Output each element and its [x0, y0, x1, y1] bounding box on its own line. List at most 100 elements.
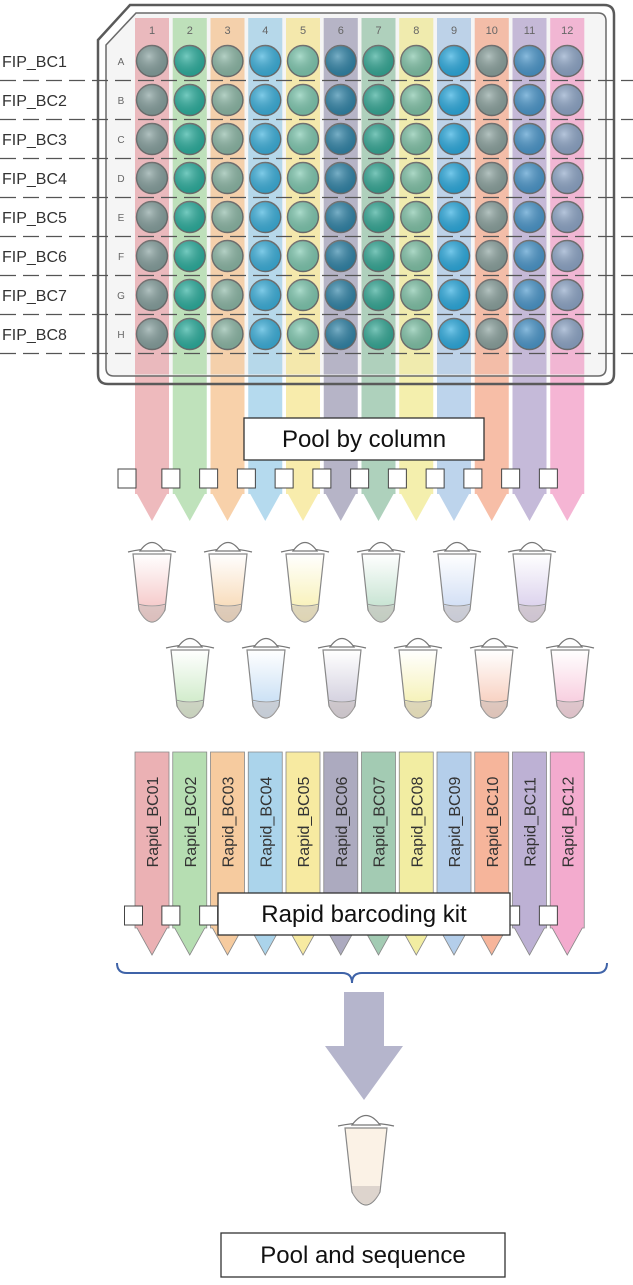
row-barcode-label: FIP_BC8 — [2, 327, 67, 344]
well — [362, 200, 395, 234]
tube-liquid — [519, 606, 545, 622]
rapid-barcode-arrow — [549, 751, 585, 956]
well — [249, 317, 282, 351]
well — [400, 83, 433, 117]
well — [400, 122, 433, 156]
well — [135, 239, 169, 273]
pool-gap-marker — [117, 468, 137, 489]
well-shading — [325, 123, 357, 155]
pool-gap-marker — [425, 468, 445, 489]
well — [551, 317, 584, 351]
rapid-barcode-label: Rapid_BC10 — [485, 777, 502, 868]
rapid-barcode-label: Rapid_BC05 — [296, 777, 313, 868]
well-shading — [438, 240, 470, 272]
well-shading — [514, 162, 545, 194]
tube-body — [344, 1127, 388, 1206]
tube-liquid — [481, 702, 507, 718]
pool-tube — [432, 541, 482, 623]
column-label: 11 — [524, 25, 535, 37]
column-label: 6 — [338, 25, 344, 37]
well-shading — [363, 84, 394, 116]
rapid-barcode-label: Rapid_BC08 — [409, 777, 426, 868]
well — [249, 83, 282, 117]
well — [437, 122, 471, 156]
rapid-kit-text: Rapid barcoding kit — [261, 901, 467, 928]
well — [173, 317, 206, 351]
column-label: 8 — [413, 25, 419, 37]
tube-liquid — [292, 606, 318, 622]
well — [211, 122, 244, 156]
well-shading — [363, 279, 394, 311]
well — [286, 317, 320, 351]
well — [249, 200, 282, 234]
well-shading — [400, 240, 432, 272]
pool-tube — [317, 637, 367, 719]
pool-and-sequence-text: Pool and sequence — [260, 1242, 466, 1269]
well-shading — [400, 162, 432, 194]
well-shading — [400, 45, 432, 77]
well-shading — [136, 201, 168, 233]
well-shading — [363, 123, 394, 155]
tube-liquid — [329, 702, 355, 718]
pool-by-column-text: Pool by column — [282, 426, 446, 453]
well-shading — [476, 201, 508, 233]
well-shading — [174, 84, 206, 116]
tube-cap — [291, 541, 319, 552]
tube-cap — [480, 637, 508, 648]
well-shading — [325, 279, 357, 311]
well — [135, 44, 169, 78]
pool-tube — [165, 637, 215, 719]
well — [400, 317, 433, 351]
well — [513, 278, 546, 312]
pool-gap-marker — [312, 468, 332, 489]
well — [475, 317, 508, 351]
rapid-barcode-arrow — [134, 751, 170, 956]
well-shading — [476, 84, 508, 116]
well — [324, 83, 357, 117]
well — [211, 161, 244, 195]
well-shading — [325, 240, 357, 272]
well — [211, 44, 244, 78]
well-shading — [400, 318, 432, 350]
well-shading — [136, 240, 168, 272]
well-shading — [363, 240, 394, 272]
pool-gap-marker — [350, 468, 370, 489]
well-shading — [551, 84, 583, 116]
well-shading — [287, 162, 319, 194]
well — [135, 122, 169, 156]
tube-liquid — [405, 702, 431, 718]
well — [135, 161, 169, 195]
well — [362, 239, 395, 273]
well — [135, 83, 169, 117]
plate-outer-frame — [96, 3, 616, 386]
rapid-barcode-label: Rapid_BC03 — [221, 777, 238, 868]
well-shading — [212, 123, 243, 155]
well — [551, 122, 584, 156]
well — [475, 200, 508, 234]
column-label: 1 — [149, 25, 155, 37]
row-label: F — [118, 252, 124, 263]
pool-tube — [203, 541, 253, 623]
well — [211, 83, 244, 117]
pool-tube — [507, 541, 557, 623]
column-label: 5 — [300, 25, 306, 37]
well-shading — [325, 318, 357, 350]
pool-gap-marker — [501, 468, 521, 489]
rapid-barcode-label: Rapid_BC12 — [560, 777, 577, 868]
well-shading — [174, 240, 206, 272]
well-shading — [514, 201, 545, 233]
well — [173, 122, 206, 156]
well-shading — [400, 279, 432, 311]
well-shading — [400, 123, 432, 155]
tube-liquid — [139, 606, 165, 622]
pool-gap-marker — [387, 468, 407, 489]
well — [135, 200, 169, 234]
well — [475, 44, 508, 78]
well-shading — [476, 162, 508, 194]
well — [400, 44, 433, 78]
well-shading — [325, 84, 357, 116]
well — [173, 200, 206, 234]
well-shading — [438, 201, 470, 233]
